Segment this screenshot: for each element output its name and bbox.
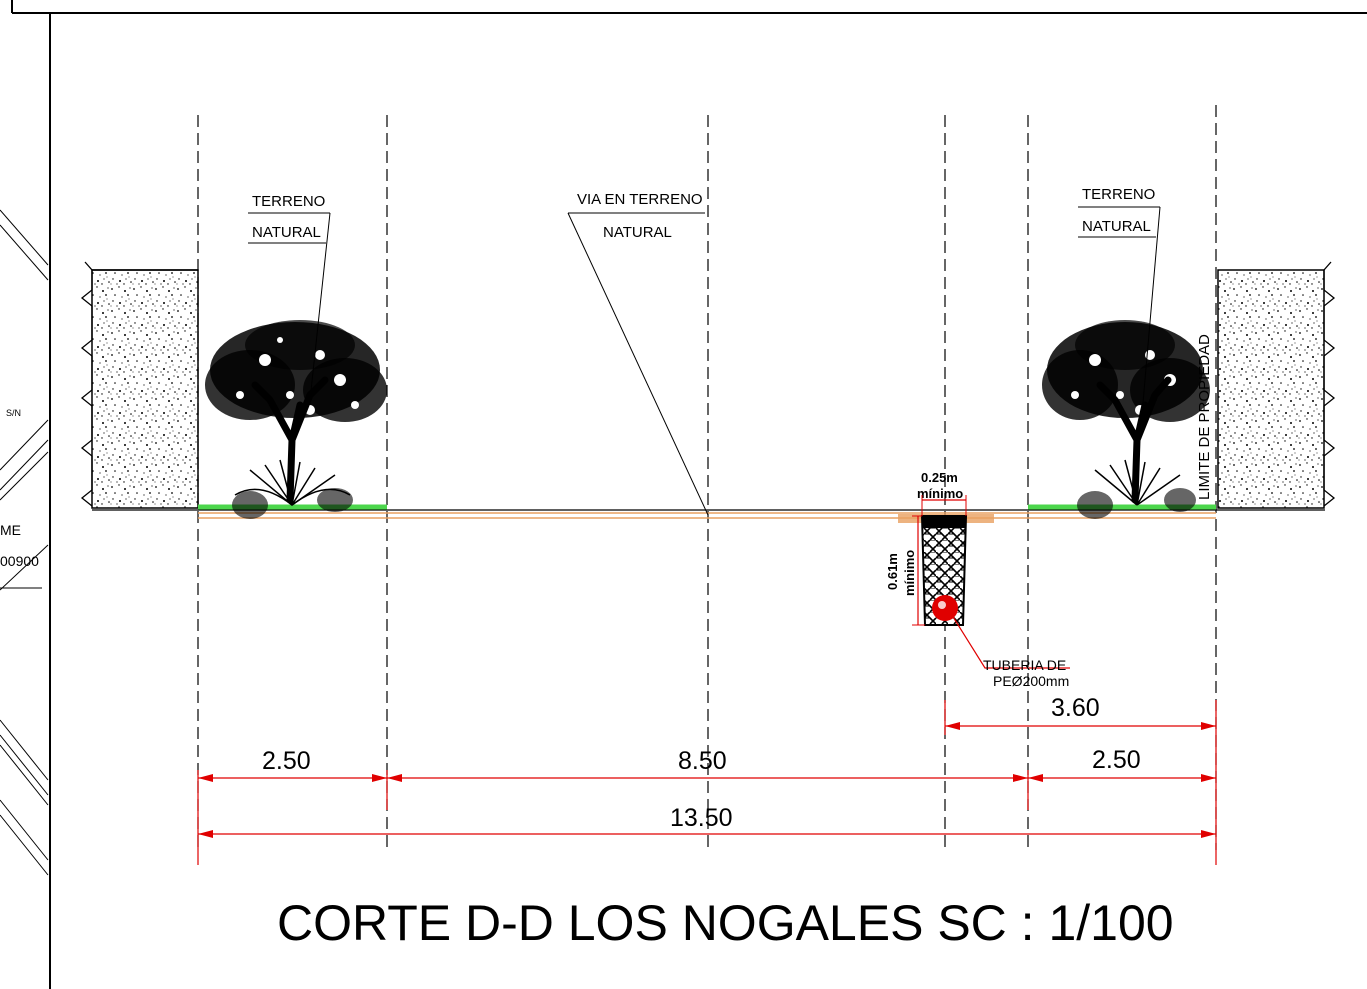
adjacent-drawing-fragment: S/N ME 00900 [0,209,49,876]
sheet-frame [11,0,1367,989]
left-property-wall [80,261,199,509]
terreno-left-top: TERRENO [252,193,325,210]
trench-depth-min: mínimo [902,550,917,596]
via-top: VIA EN TERRENO [577,191,703,208]
terreno-left-bottom: NATURAL [252,224,321,241]
dim-total-text: 13.50 [670,804,733,832]
pipe-label-line2: PEØ200mm [993,673,1069,689]
left-tree-icon [205,320,387,519]
via-bottom: NATURAL [603,224,672,241]
dimension-3-60: 3.60 [945,694,1216,730]
terreno-right-top: TERRENO [1082,186,1155,203]
dim-road-text: 8.50 [678,747,727,775]
pipe-icon [932,595,958,621]
axis-lines [197,105,1217,850]
terreno-right-bottom: NATURAL [1082,218,1151,235]
right-tree-icon [1042,320,1210,519]
trench-width-min: mínimo [917,486,963,501]
drawing-title: CORTE D-D LOS NOGALES SC : 1/100 [277,895,1174,951]
right-property-wall [1217,261,1336,509]
limite-propiedad-label: LIMITE DE PROPIEDAD [1196,334,1213,500]
trench-depth-note: 0.61m mínimo [885,515,925,626]
trench-width-value: 0.25m [921,470,958,485]
dimension-total: 13.50 [198,804,1216,838]
trench-width-note: 0.25m mínimo [917,470,967,516]
label-terreno-right: TERRENO NATURAL [1078,186,1161,496]
dimension-row-partial: 2.50 8.50 2.50 [198,746,1216,782]
trench-depth-value: 0.61m [885,553,900,590]
dim-right-verge-text: 2.50 [1092,746,1141,774]
dimension-extension-lines [197,700,1217,865]
label-terreno-left: TERRENO NATURAL [248,193,331,401]
pipe-label-line1: TUBERIA DE [983,657,1066,673]
me-fragment: ME [0,522,21,538]
label-via: VIA EN TERRENO NATURAL [567,191,709,516]
pipe-label: TUBERIA DE PEØ200mm [949,611,1070,689]
dim-left-verge-text: 2.50 [262,747,311,775]
trench [920,515,968,626]
dim-3-60-text: 3.60 [1051,694,1100,722]
code-fragment: 00900 [0,553,39,569]
sn-fragment: S/N [6,408,21,418]
